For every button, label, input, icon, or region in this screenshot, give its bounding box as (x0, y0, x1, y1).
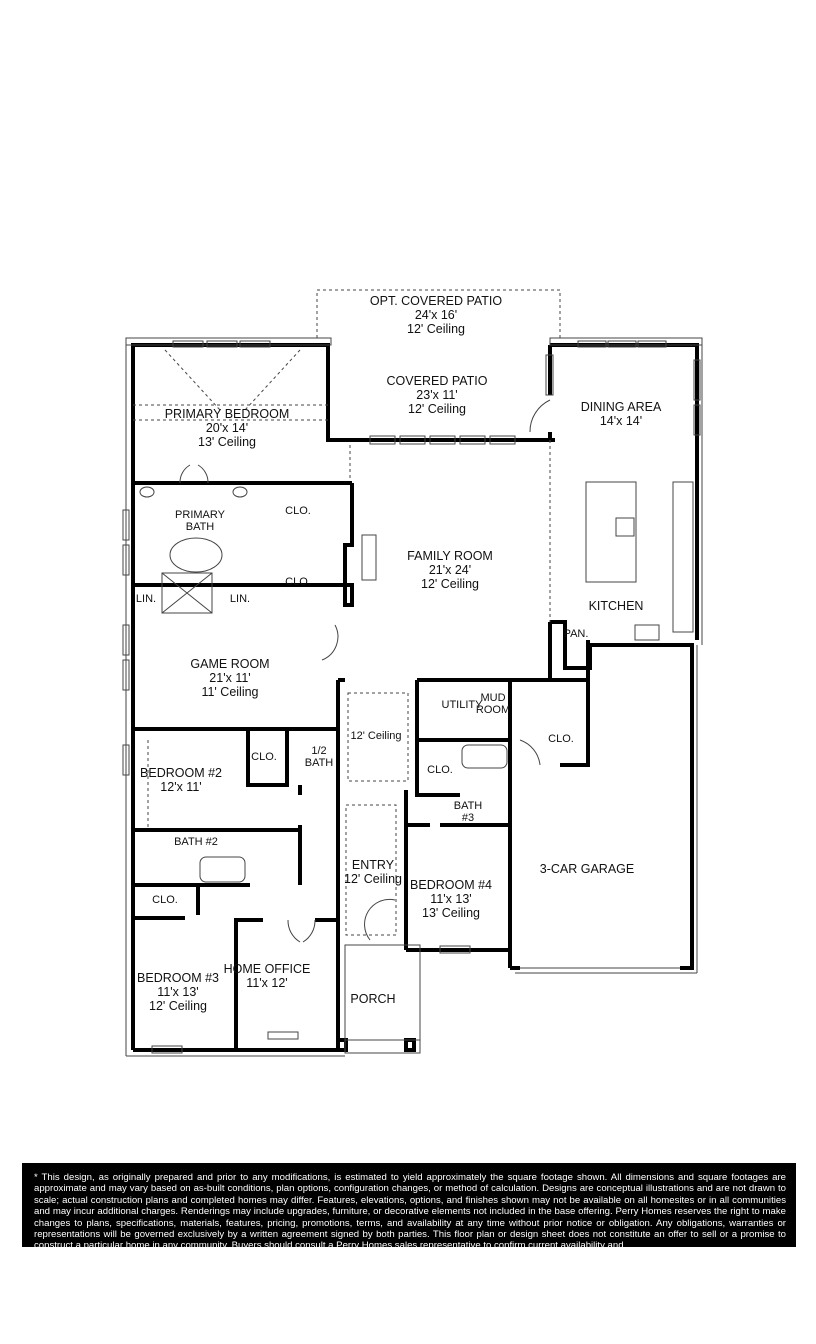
room-game-room: GAME ROOM 21'x 11' 11' Ceiling (190, 657, 269, 699)
room-ceiling: 12' Ceiling (149, 999, 207, 1013)
label-line: MUD (480, 692, 506, 704)
room-name: HOME OFFICE (223, 962, 311, 976)
room-opt-covered-patio: OPT. COVERED PATIO 24'x 16' 12' Ceiling (370, 294, 502, 336)
room-ceiling: 13' Ceiling (422, 906, 480, 920)
room-name: BEDROOM #3 (137, 971, 219, 985)
room-size: 11'x 13' (157, 985, 199, 999)
room-garage: 3-CAR GARAGE (540, 862, 634, 876)
room-bedroom-3: BEDROOM #3 11'x 13' 12' Ceiling (137, 971, 219, 1013)
room-size: 21'x 11' (209, 671, 251, 685)
room-name: DINING AREA (580, 400, 662, 414)
label-line: BATH (453, 800, 483, 812)
room-size: 12'x 11' (160, 780, 202, 794)
room-ceiling: 12' Ceiling (421, 577, 479, 591)
room-covered-patio: COVERED PATIO 23'x 11' 12' Ceiling (387, 374, 488, 416)
disclaimer-text: * This design, as originally prepared an… (22, 1163, 796, 1247)
label-half-bath: 1/2 BATH (305, 745, 334, 769)
room-name: BEDROOM #2 (140, 766, 222, 780)
room-size: 14'x 14' (599, 414, 643, 428)
label-line: 1/2 (311, 745, 327, 757)
label-closet: CLO. (548, 733, 574, 745)
room-home-office: HOME OFFICE 11'x 12' (224, 962, 311, 990)
thin-lines (122, 289, 703, 1057)
room-family-room: FAMILY ROOM 21'x 24' 12' Ceiling (407, 549, 493, 591)
label-line: BATH (304, 757, 334, 769)
room-size: 21'x 24' (428, 563, 472, 577)
room-entry: ENTRY 12' Ceiling (344, 858, 402, 886)
room-name: FAMILY ROOM (407, 549, 493, 563)
room-ceiling: 11' Ceiling (201, 685, 259, 699)
room-kitchen: KITCHEN (589, 599, 644, 613)
room-name: PRIMARY BEDROOM (164, 407, 290, 421)
label-primary-bath: PRIMARY BATH (175, 509, 225, 533)
room-name: OPT. COVERED PATIO (369, 294, 503, 308)
room-name: BEDROOM #4 (410, 878, 492, 892)
room-size: 11'x 12' (246, 976, 288, 990)
label-closet: CLO. (427, 764, 453, 776)
room-name: COVERED PATIO (386, 374, 488, 388)
label-line: ROOM (475, 704, 511, 716)
label-hall-ceiling: 12' Ceiling (350, 730, 402, 742)
room-size: 20'x 14' (205, 421, 249, 435)
room-name: PORCH (350, 992, 396, 1006)
room-name: GAME ROOM (190, 657, 270, 671)
room-bedroom-2: BEDROOM #2 12'x 11' (140, 766, 222, 794)
label-line: #3 (461, 812, 475, 824)
label-line: PRIMARY (175, 509, 225, 521)
room-ceiling: 12' Ceiling (407, 322, 465, 336)
label-closet: CLO. (285, 505, 311, 517)
room-size: 24'x 16' (414, 308, 458, 322)
room-size: 23'x 11' (416, 388, 458, 402)
label-pantry: PAN. (563, 628, 589, 640)
label-bath-3: BATH #3 (454, 800, 483, 824)
room-bedroom-4: BEDROOM #4 11'x 13' 13' Ceiling (410, 878, 492, 920)
room-dining-area: DINING AREA 14'x 14' (581, 400, 662, 428)
label-line: BATH (185, 521, 215, 533)
room-porch: PORCH (350, 992, 395, 1006)
room-ceiling: 13' Ceiling (198, 435, 256, 449)
label-closet: CLO. (152, 894, 178, 906)
label-utility: UTILITY (441, 699, 483, 711)
walls (131, 343, 699, 1052)
room-name: 3-CAR GARAGE (539, 862, 635, 876)
label-closet: CLO. (285, 576, 311, 588)
room-name: ENTRY (351, 858, 395, 872)
label-closet: CLO. (251, 751, 277, 763)
room-name: KITCHEN (588, 599, 644, 613)
floor-plan (122, 289, 703, 1057)
label-bath-2: BATH #2 (174, 836, 218, 848)
label-mud-room: MUD ROOM (476, 692, 510, 716)
room-size: 11'x 13' (430, 892, 472, 906)
room-ceiling: 12' Ceiling (344, 872, 402, 886)
label-linen: LIN. (229, 593, 251, 605)
room-ceiling: 12' Ceiling (408, 402, 466, 416)
room-primary-bedroom: PRIMARY BEDROOM 20'x 14' 13' Ceiling (165, 407, 290, 449)
label-linen: LIN. (135, 593, 157, 605)
